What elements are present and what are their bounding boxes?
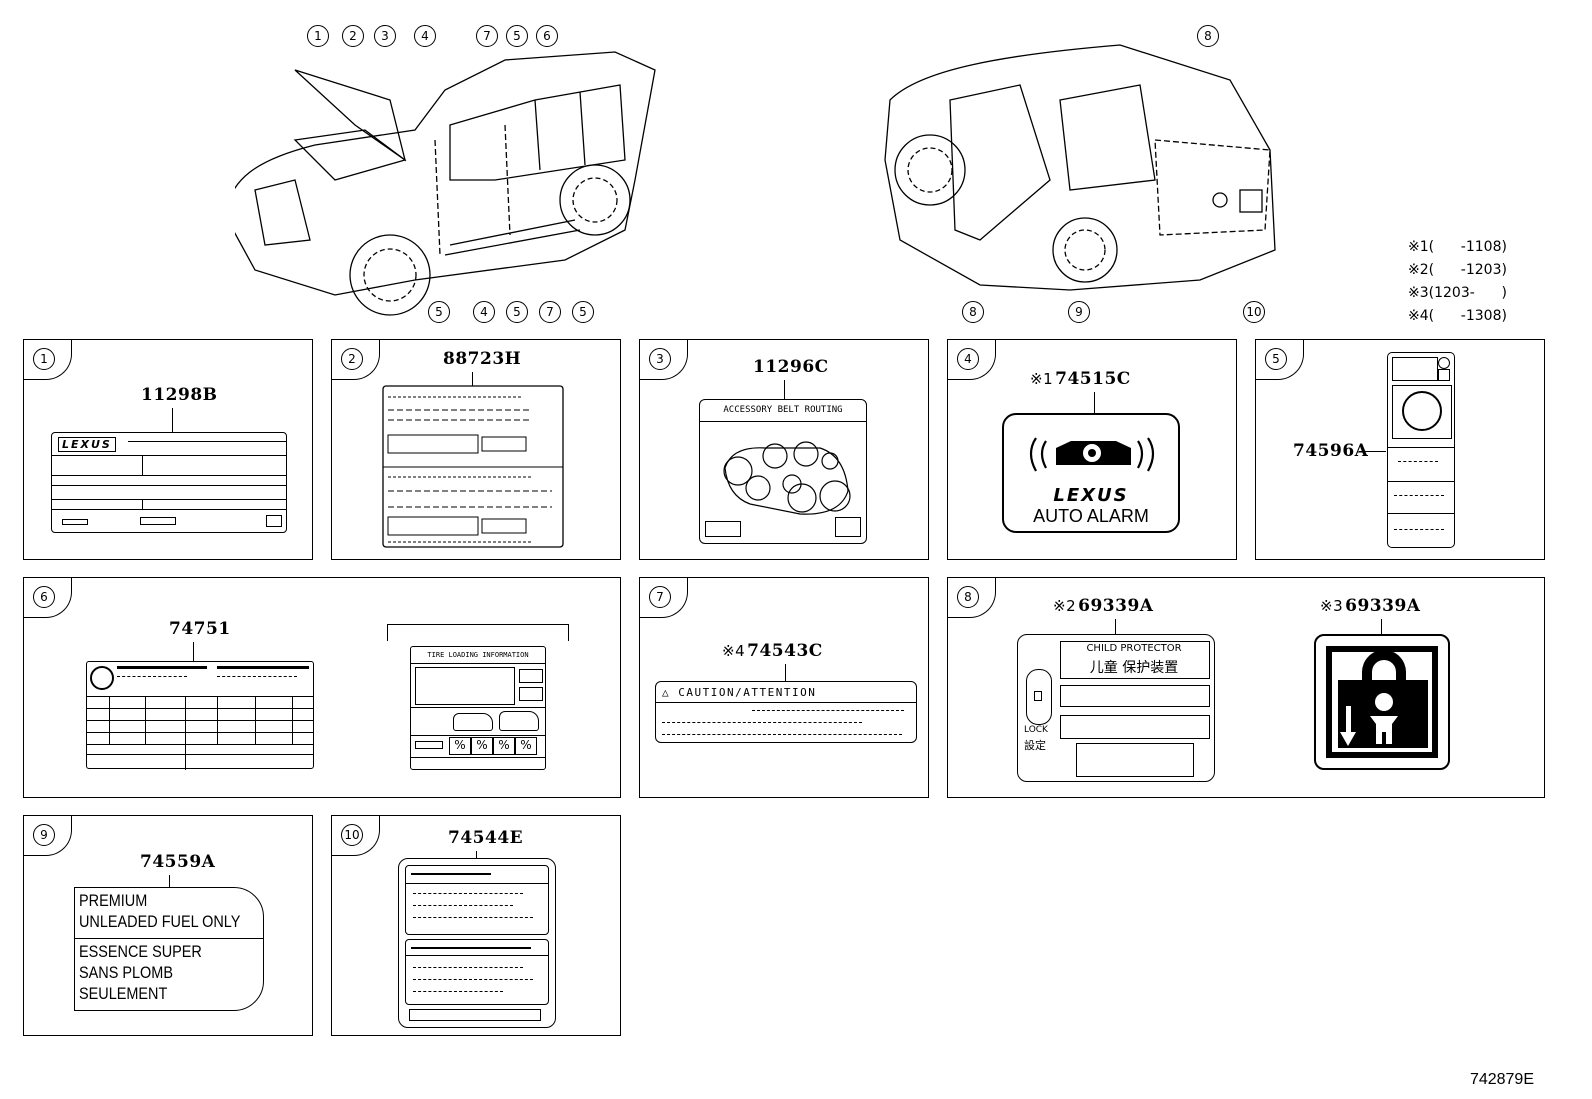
child-protector-label: CHILD PROTECTOR 儿童 保护装置 LOCK 設定 — [1017, 634, 1215, 782]
pct-cell: % — [493, 737, 515, 755]
child-lock-icon — [1326, 646, 1438, 758]
callout-5: 5 — [506, 301, 528, 323]
callout-3: 3 — [374, 25, 396, 47]
panel-5: 5 74596A — [1255, 339, 1545, 560]
part-number: 11298B — [141, 385, 218, 405]
callout-4: 4 — [473, 301, 495, 323]
fuel-line-1: PREMIUM — [79, 891, 148, 910]
fuel-line-2: UNLEADED FUEL ONLY — [79, 912, 241, 931]
panel-tag: 6 — [24, 578, 72, 618]
pct-cell: % — [515, 737, 537, 755]
fuel-line-5: SEULEMENT — [79, 984, 168, 1003]
lexus-logo: LEXUS — [58, 437, 116, 452]
turbo-caution-label — [398, 858, 556, 1028]
callout-4: 4 — [414, 25, 436, 47]
lock-label-jp: 設定 — [1024, 739, 1046, 752]
panel-1: 1 11298B LEXUS — [23, 339, 313, 560]
alarm-brand: LEXUS — [1053, 485, 1129, 506]
panel-10: 10 74544E — [331, 815, 621, 1036]
callout-8: 8 — [962, 301, 984, 323]
panel-tag: 1 — [24, 340, 72, 380]
fuel-line-4: SANS PLOMB — [79, 963, 173, 982]
panel-tag: 9 — [24, 816, 72, 856]
vin-label: LEXUS — [51, 432, 287, 533]
part-number: 11296C — [753, 357, 829, 377]
refrigerant-label — [382, 385, 564, 548]
child-lock-pictogram — [1314, 634, 1450, 770]
alarm-car-icon — [1029, 437, 1155, 472]
child-protector-title: CHILD PROTECTOR — [1086, 643, 1182, 654]
panel-tag: 4 — [948, 340, 996, 380]
footnote-3: ※3(1203- ) — [1408, 285, 1507, 301]
panel-tag: 8 — [948, 578, 996, 618]
callout-5: 5 — [506, 25, 528, 47]
tire-loading-title: TIRE LOADING INFORMATION — [427, 651, 529, 659]
fuel-line-3: ESSENCE SUPER — [79, 942, 202, 961]
panel-2: 2 88723H — [331, 339, 621, 560]
footnote-2: ※2( -1203) — [1408, 262, 1507, 278]
callout-1: 1 — [307, 25, 329, 47]
belt-routing-label: ACCESSORY BELT ROUTING — [699, 399, 867, 544]
caution-heading: △ CAUTION/ATTENTION — [662, 686, 817, 699]
child-protector-cn: 儿童 保护装置 — [1089, 660, 1179, 676]
rear-vehicle-illustration — [884, 44, 1276, 291]
part-number: 74544E — [448, 828, 524, 848]
auto-alarm-label: LEXUS AUTO ALARM — [1002, 413, 1180, 533]
part-number: 74751 — [169, 619, 231, 639]
callout-10: 10 — [1243, 301, 1265, 323]
front-vehicle-illustration — [235, 51, 656, 316]
panel-3: 3 11296C ACCESSORY BELT ROUTING — [639, 339, 929, 560]
fuel-label: PREMIUM UNLEADED FUEL ONLY ESSENCE SUPER… — [74, 887, 264, 1011]
callout-6: 6 — [536, 25, 558, 47]
caution-label: △ CAUTION/ATTENTION — [655, 681, 917, 743]
belt-routing-title: ACCESSORY BELT ROUTING — [723, 405, 843, 415]
panel-6: 6 74751 TIRE LOADING INFORMATION — [23, 577, 621, 798]
alarm-text: AUTO ALARM — [1033, 506, 1149, 526]
part-number: 88723H — [443, 349, 522, 369]
drawing-id: 742879E — [1469, 1071, 1534, 1088]
panel-tag: 3 — [640, 340, 688, 380]
panel-tag: 5 — [1256, 340, 1304, 380]
part-number: 74596A — [1293, 441, 1369, 461]
callout-7: 7 — [539, 301, 561, 323]
footnote-4: ※4( -1308) — [1408, 308, 1507, 324]
tire-pressure-label — [86, 661, 314, 770]
production-date-footnotes: ※1( -1108) ※2( -1203) ※3(1203- ) ※4( -13… — [1408, 236, 1507, 328]
pct-cell: % — [449, 737, 471, 755]
pct-cell: % — [471, 737, 493, 755]
belt-diagram — [723, 441, 851, 515]
callout-5: 5 — [428, 301, 450, 323]
panel-9: 9 74559A PREMIUM UNLEADED FUEL ONLY ESSE… — [23, 815, 313, 1036]
callout-7: 7 — [476, 25, 498, 47]
panel-tag: 7 — [640, 578, 688, 618]
part-number: 74559A — [140, 852, 216, 872]
callout-8: 8 — [1197, 25, 1219, 47]
airbag-warning-label — [1387, 352, 1455, 548]
footnote-1: ※1( -1108) — [1408, 239, 1507, 255]
callout-2: 2 — [342, 25, 364, 47]
panel-tag: 10 — [332, 816, 380, 856]
callout-9: 9 — [1068, 301, 1090, 323]
callout-5: 5 — [572, 301, 594, 323]
tire-loading-label: TIRE LOADING INFORMATION % % % % — [410, 646, 546, 770]
panel-tag: 2 — [332, 340, 380, 380]
lock-label: LOCK — [1024, 725, 1048, 735]
